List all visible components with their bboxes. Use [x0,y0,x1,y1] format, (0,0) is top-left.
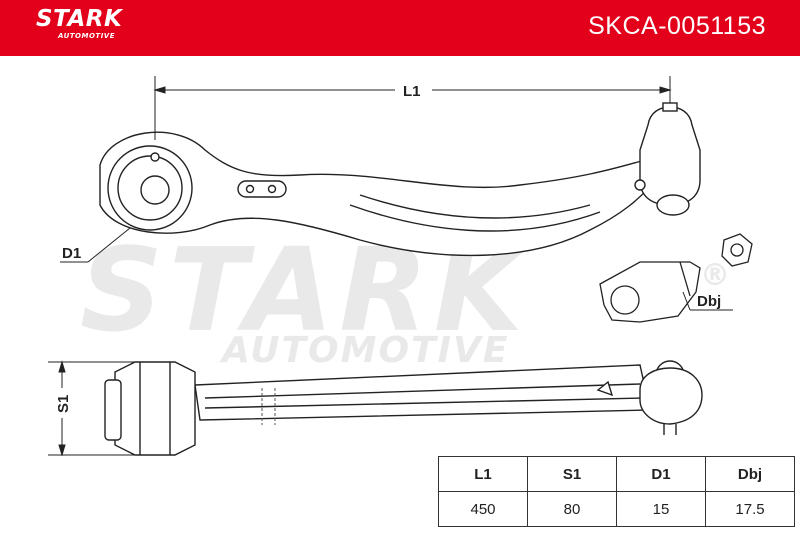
watermark-registered: ® [700,258,730,293]
spec-table: L1 S1 D1 Dbj 450 80 15 17.5 [438,456,795,527]
spec-value-D1: 15 [616,491,706,527]
part-number: SKCA-0051153 [588,12,766,40]
spec-header-L1: L1 [438,456,528,492]
control-arm-top-view [99,102,701,257]
spec-table-value-row: 450 80 15 17.5 [438,491,795,527]
brand-name: STARK [36,6,123,32]
brand-logo: STARK AUTOMOTIVE [36,6,122,40]
label-S1: S1 [55,395,72,413]
dimension-S1 [48,360,150,456]
label-Dbj: Dbj [697,293,721,310]
spec-header-Dbj: Dbj [705,456,795,492]
ball-joint-housing [639,106,701,206]
bushing-bore [140,175,170,205]
watermark-sub: AUTOMOTIVE [219,330,509,371]
spec-value-S1: 80 [527,491,617,527]
label-D1: D1 [62,245,81,262]
dimension-L1 [153,76,672,140]
spec-header-S1: S1 [527,456,617,492]
loose-ball-joint [599,233,753,323]
header-bar: STARK AUTOMOTIVE SKCA-0051153 [0,0,800,56]
label-L1: L1 [403,83,421,100]
brand-subtitle: AUTOMOTIVE [58,32,116,40]
spec-value-Dbj: 17.5 [705,491,795,527]
spec-header-D1: D1 [616,456,706,492]
spec-value-L1: 450 [438,491,528,527]
control-arm-side-view [104,360,703,456]
spec-table-header-row: L1 S1 D1 Dbj [438,456,795,492]
ball-joint-stud-top [662,102,678,112]
technical-drawing: STARK AUTOMOTIVE ® L1 D1 [48,76,753,456]
